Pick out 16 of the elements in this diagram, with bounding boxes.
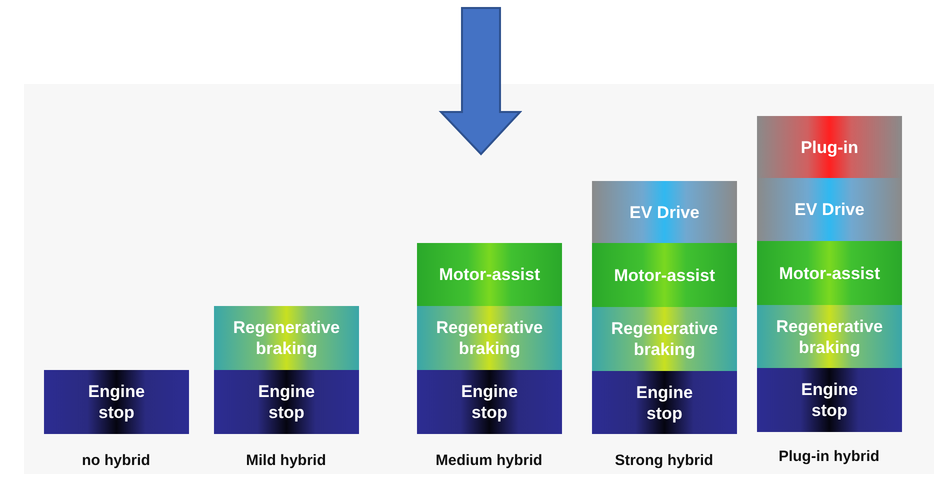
- column-label: Mild hybrid: [245, 452, 327, 469]
- motor-assist-block: Motor-assist: [757, 241, 902, 305]
- column-label: Strong hybrid: [614, 452, 714, 469]
- engine-stop-block: Engine stop: [592, 371, 737, 434]
- ev-drive-block: EV Drive: [757, 178, 902, 241]
- engine-stop-block: Engine stop: [214, 370, 359, 434]
- column-label: Plug-in hybrid: [778, 448, 880, 465]
- column-label: Medium hybrid: [434, 452, 544, 469]
- engine-stop-block: Engine stop: [44, 370, 189, 434]
- plug-in-block: Plug-in: [757, 116, 902, 178]
- engine-stop-block: Engine stop: [757, 368, 902, 432]
- column-label: no hybrid: [80, 452, 152, 469]
- ev-drive-block: EV Drive: [592, 181, 737, 243]
- motor-assist-block: Motor-assist: [592, 243, 737, 307]
- engine-stop-block: Engine stop: [417, 370, 562, 434]
- motor-assist-block: Motor-assist: [417, 243, 562, 306]
